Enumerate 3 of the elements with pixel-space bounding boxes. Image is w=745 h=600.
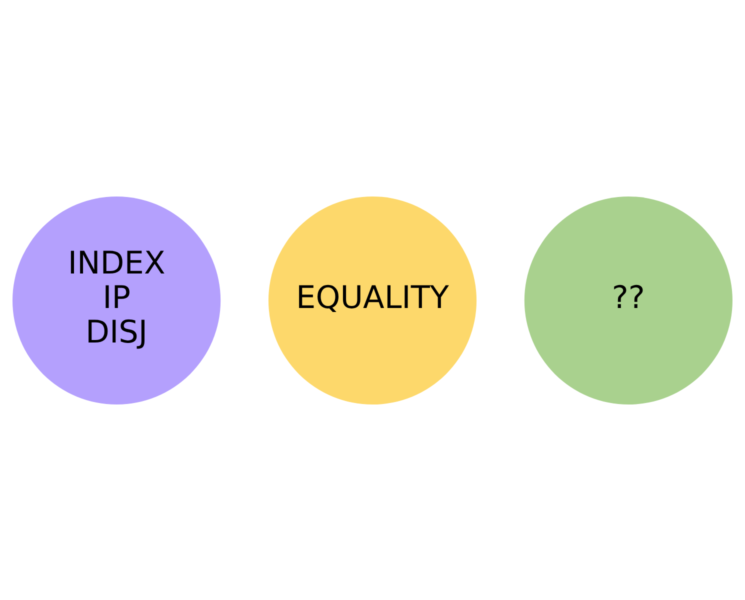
node-circle: INDEX IP DISJ <box>12 196 221 404</box>
node-circle: ?? <box>524 196 732 404</box>
node-circle: EQUALITY <box>268 196 477 404</box>
